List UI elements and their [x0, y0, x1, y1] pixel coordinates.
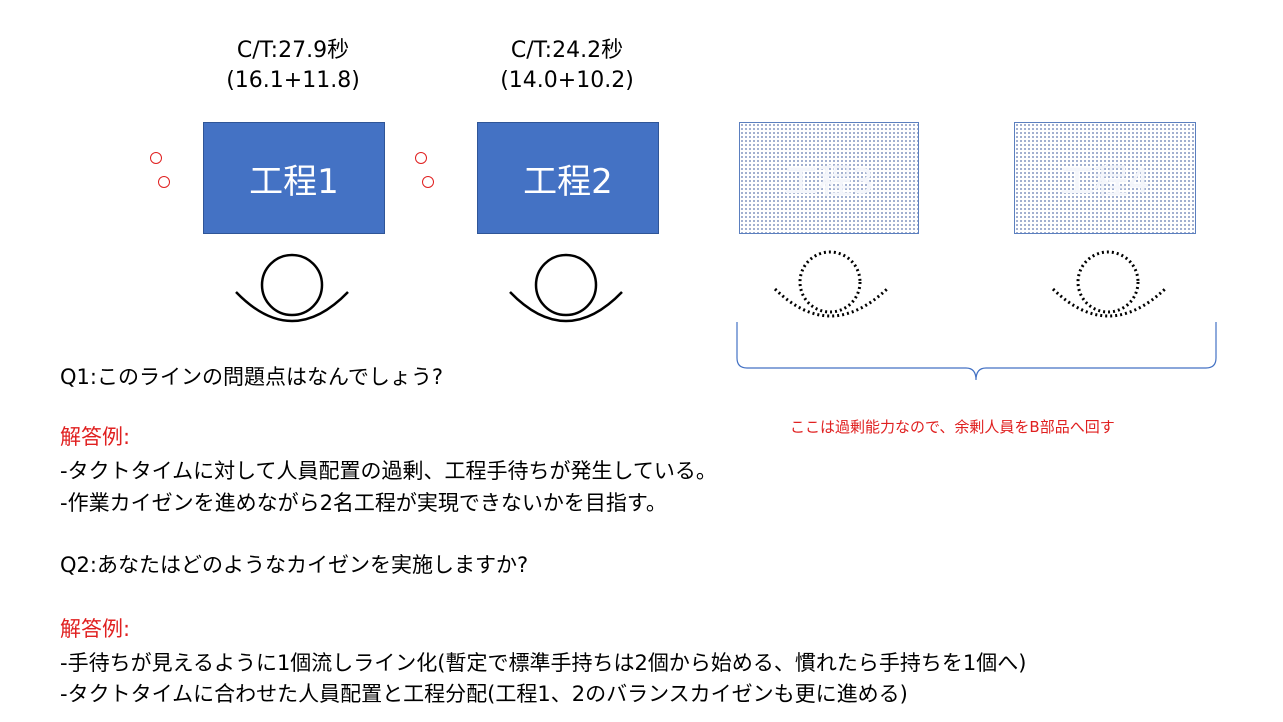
surplus-note: ここは過剰能力なので、余剰人員をB部品へ回す	[790, 418, 1115, 436]
operator-surplus-icon	[1051, 250, 1167, 318]
process-box-2: 工程2	[477, 122, 659, 234]
operator-surplus-icon	[773, 250, 889, 318]
wip-marker	[150, 152, 162, 164]
process-label: 工程3	[784, 161, 874, 202]
operator-icon	[235, 253, 349, 323]
wip-marker	[158, 176, 170, 188]
process-label: 工程1	[249, 161, 339, 202]
wip-marker	[415, 152, 427, 164]
process2-cycle-breakdown: (14.0+10.2)	[500, 68, 634, 93]
q1-question: Q1:このラインの問題点はなんでしょう?	[60, 365, 444, 389]
q2-question: Q2:あなたはどのようなカイゼンを実施しますか?	[60, 553, 529, 577]
process-box-1: 工程1	[203, 122, 385, 234]
wip-marker	[422, 176, 434, 188]
process1-cycle-breakdown: (16.1+11.8)	[226, 68, 360, 93]
q1-answer-label: 解答例:	[60, 425, 131, 449]
q1-answer-1: -タクトタイムに対して人員配置の過剰、工程手待ちが発生している。	[60, 459, 717, 483]
process-box-3: 工程3	[739, 122, 919, 234]
q2-answer-1: -手待ちが見えるように1個流しライン化(暫定で標準手持ちは2個から始める、慣れた…	[60, 651, 1027, 675]
q1-answer-2: -作業カイゼンを進めながら2名工程が実現できないかを目指す。	[60, 491, 667, 515]
operator-icon	[509, 253, 623, 323]
process-label: 工程4	[1060, 161, 1150, 202]
surplus-brace	[736, 322, 1217, 381]
process-label: 工程2	[523, 161, 613, 202]
q2-answer-label: 解答例:	[60, 617, 131, 641]
process2-cycle-time: C/T:24.2秒	[510, 38, 624, 63]
q2-answer-2: -タクトタイムに合わせた人員配置と工程分配(工程1、2のバランスカイゼンも更に進…	[60, 682, 908, 706]
process-box-4: 工程4	[1014, 122, 1196, 234]
process1-cycle-time: C/T:27.9秒	[236, 38, 350, 63]
